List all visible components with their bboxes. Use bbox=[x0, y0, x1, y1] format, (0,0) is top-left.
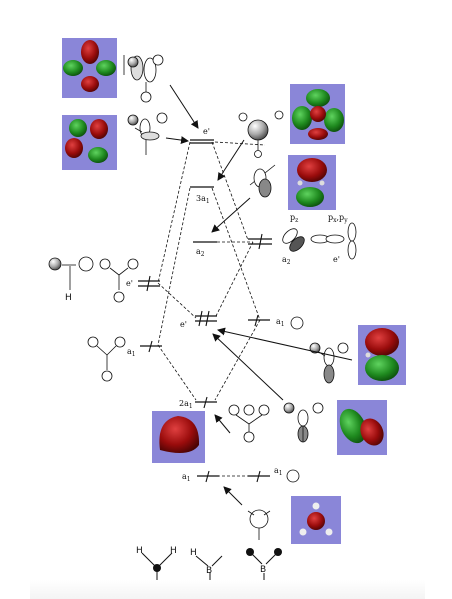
sketch-left-h3-e bbox=[48, 256, 139, 303]
svg-text:H: H bbox=[170, 546, 177, 556]
sketch-left-a1 bbox=[87, 336, 126, 382]
label-2a1: 2a1 bbox=[179, 399, 193, 410]
svg-text:H: H bbox=[190, 548, 197, 558]
label-e-prime-right: e' bbox=[333, 255, 340, 264]
correlation-lines bbox=[157, 141, 266, 477]
sketch-3a1 bbox=[238, 110, 284, 158]
sketch-a2 bbox=[249, 164, 276, 198]
orbital-image-e-prime-top-b bbox=[62, 115, 117, 170]
sketch-right-e-sketch bbox=[309, 342, 349, 384]
label-pz: pz bbox=[290, 213, 298, 224]
label-a2-dprime: a2 bbox=[196, 247, 205, 258]
label-pxpy: px,py bbox=[328, 213, 348, 224]
orbital-image-a2-dprime bbox=[288, 155, 336, 210]
svg-text:H: H bbox=[136, 546, 143, 556]
pointer-arrows bbox=[165, 84, 353, 506]
sketch-bottom-a1 bbox=[247, 469, 300, 540]
label-a1-prime-right: a1 bbox=[276, 317, 285, 328]
label-a2-dprime-right: a2 bbox=[282, 255, 291, 266]
sketch-top-left-orbitals bbox=[123, 54, 164, 103]
orbital-image-e-prime-mid bbox=[358, 325, 406, 385]
energy-levels bbox=[138, 139, 272, 477]
label-e-prime-top: e' bbox=[203, 127, 210, 136]
sketch-right-a1-lobes bbox=[283, 402, 324, 443]
orbital-image-3a1 bbox=[290, 84, 345, 144]
label-a1-prime-left: a1 bbox=[127, 347, 136, 358]
sketch-right-a1-prime bbox=[290, 316, 304, 330]
bottom-shading bbox=[30, 580, 425, 599]
sketch-center-2a1 bbox=[228, 404, 270, 443]
label-3a1: 3a1 bbox=[196, 194, 210, 205]
orbital-image-bottom-molecule bbox=[291, 496, 341, 544]
svg-text:B: B bbox=[206, 566, 212, 576]
orbital-image-2a1 bbox=[152, 411, 205, 463]
orbital-image-e-prime-top-a bbox=[62, 38, 117, 98]
label-e-prime-mid: e' bbox=[180, 320, 187, 329]
label-a1-prime-bottom-right: a1 bbox=[274, 466, 283, 477]
label-h-left: H bbox=[65, 293, 72, 303]
label-e-prime-left: e' bbox=[126, 279, 133, 288]
svg-text:B: B bbox=[260, 565, 266, 575]
label-a1-prime-bottom: a1 bbox=[182, 472, 191, 483]
sketch-e-prime-b bbox=[127, 112, 168, 155]
orbital-image-a1-prime-right bbox=[337, 400, 387, 455]
electron-marks bbox=[146, 233, 263, 483]
sketch-p-orbitals bbox=[282, 222, 357, 260]
